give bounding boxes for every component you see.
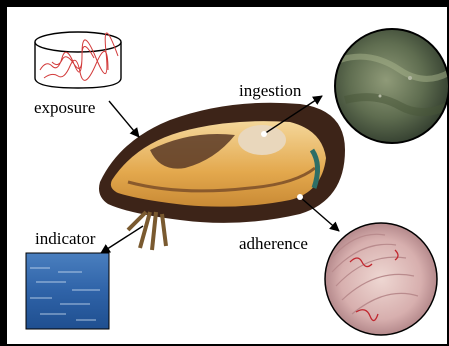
ingestion-point — [261, 131, 267, 137]
beaker-icon — [35, 32, 121, 88]
arrow-icon — [109, 101, 139, 137]
exposure-label: exposure — [34, 99, 95, 116]
microscope-gill-image — [325, 223, 437, 335]
microscope-gut-image — [335, 29, 449, 143]
indicator-label: indicator — [35, 230, 95, 247]
mussel-photo — [99, 103, 345, 250]
adherence-point — [297, 194, 303, 200]
ingestion-label: ingestion — [239, 82, 301, 99]
adherence-label: adherence — [239, 235, 308, 252]
water-surface-image — [26, 253, 109, 329]
arrow-icon — [101, 226, 143, 253]
